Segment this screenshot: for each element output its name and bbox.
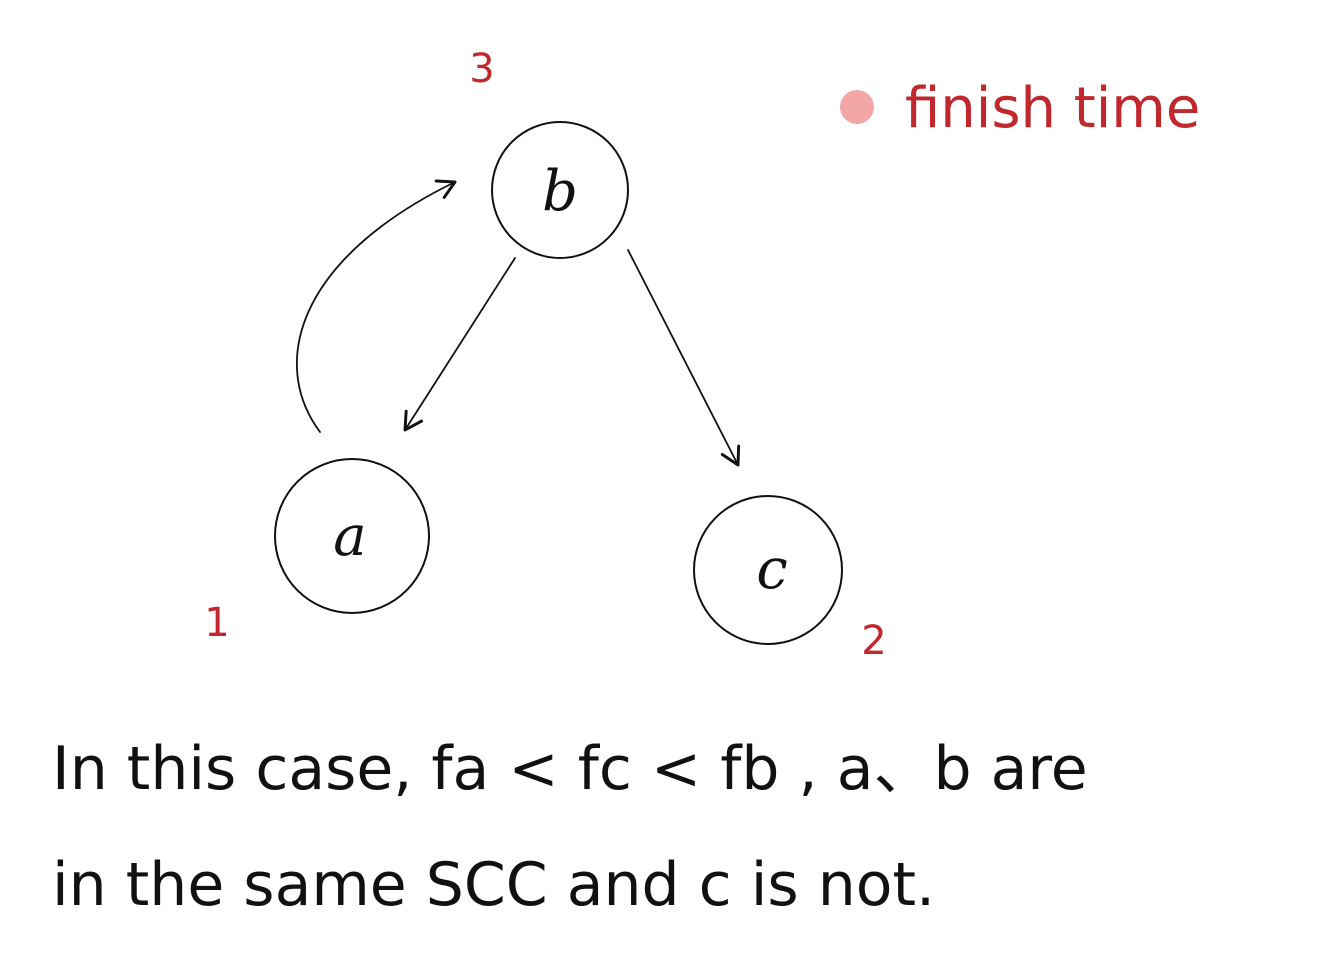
node-a-finish-time: 1 xyxy=(204,600,229,646)
scc-diagram: finish time b 3 a 1 c 2 xyxy=(204,46,1200,664)
node-b-finish-time: 3 xyxy=(469,46,494,92)
legend-label: finish time xyxy=(905,76,1200,141)
node-c-finish-time: 2 xyxy=(861,618,886,664)
node-c-label: c xyxy=(756,537,787,602)
node-a: a xyxy=(274,458,430,614)
edge-b-to-a xyxy=(403,257,516,432)
node-a-circle xyxy=(274,458,430,614)
node-b: b xyxy=(491,121,629,259)
legend-marker-icon xyxy=(840,90,874,124)
node-a-label: a xyxy=(333,504,366,569)
node-b-circle xyxy=(491,121,629,259)
node-b-label: b xyxy=(542,159,578,224)
edge-b-to-c xyxy=(627,249,741,467)
edge-a-to-b xyxy=(295,179,457,433)
caption-line-2: in the same SCC and c is not. xyxy=(52,850,936,920)
node-c-circle xyxy=(693,495,843,645)
node-c: c xyxy=(693,495,843,645)
caption-line-1: In this case, fa < fc < fb , a、b are xyxy=(52,734,1088,804)
